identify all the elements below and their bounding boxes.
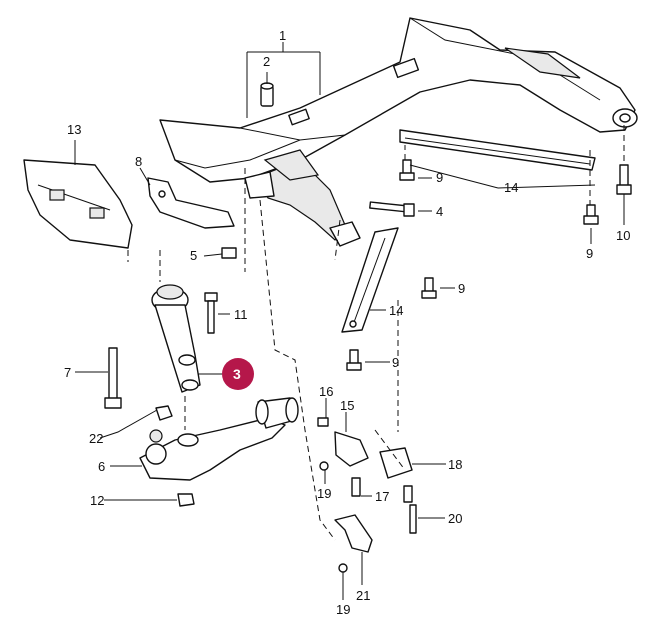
callout-5: 5	[190, 248, 197, 263]
bolt-11	[204, 292, 218, 334]
callout-17: 17	[375, 489, 389, 504]
callout-9-d: 9	[586, 246, 593, 261]
control-arm	[139, 397, 299, 481]
bracket	[147, 177, 235, 229]
leader-lines	[74, 42, 625, 600]
rail-upper	[399, 129, 596, 171]
mount-arm	[151, 284, 201, 393]
rail-lower	[341, 227, 399, 333]
bolt-9b	[421, 277, 437, 299]
bolt-10	[616, 164, 632, 195]
bolt-7	[104, 347, 122, 409]
callout-9-a: 9	[436, 170, 443, 185]
callout-9-c: 9	[392, 355, 399, 370]
callout-12: 12	[90, 493, 104, 508]
callout-3-highlight[interactable]: 3	[222, 358, 254, 390]
callout-16: 16	[319, 384, 333, 399]
callout-6: 6	[98, 459, 105, 474]
callout-22: 22	[89, 431, 103, 446]
nut-5	[221, 247, 237, 259]
bolt-9d	[583, 204, 599, 225]
callout-13: 13	[67, 122, 81, 137]
bolt-9c	[346, 349, 362, 371]
crossmember	[159, 17, 638, 247]
callout-labels: 1 2 13 8 5 11 7 22 6 12 9 4 9 14 9 14 9 …	[64, 28, 630, 617]
bushing-sleeve	[260, 82, 274, 107]
callout-11: 11	[234, 307, 248, 322]
callout-14-b: 14	[389, 303, 403, 318]
callout-19-b: 19	[336, 602, 350, 617]
nut-22	[155, 405, 173, 421]
callout-8: 8	[135, 154, 142, 169]
callout-2: 2	[263, 54, 270, 69]
callout-14-a: 14	[504, 180, 518, 195]
bolt-4	[369, 201, 415, 217]
highlight-dot	[222, 358, 254, 390]
bolt-9a	[399, 159, 415, 181]
callout-10: 10	[616, 228, 630, 243]
shield-plate	[23, 159, 133, 249]
callout-19-a: 19	[317, 486, 331, 501]
nut-12	[177, 493, 195, 507]
callout-21: 21	[356, 588, 370, 603]
callout-18: 18	[448, 457, 462, 472]
callout-4: 4	[436, 204, 443, 219]
callout-1: 1	[279, 28, 286, 43]
level-sensor	[317, 417, 417, 573]
callout-9-b: 9	[458, 281, 465, 296]
callout-7: 7	[64, 365, 71, 380]
callout-20: 20	[448, 511, 462, 526]
callout-3: 3	[233, 366, 241, 382]
callout-15: 15	[340, 398, 354, 413]
